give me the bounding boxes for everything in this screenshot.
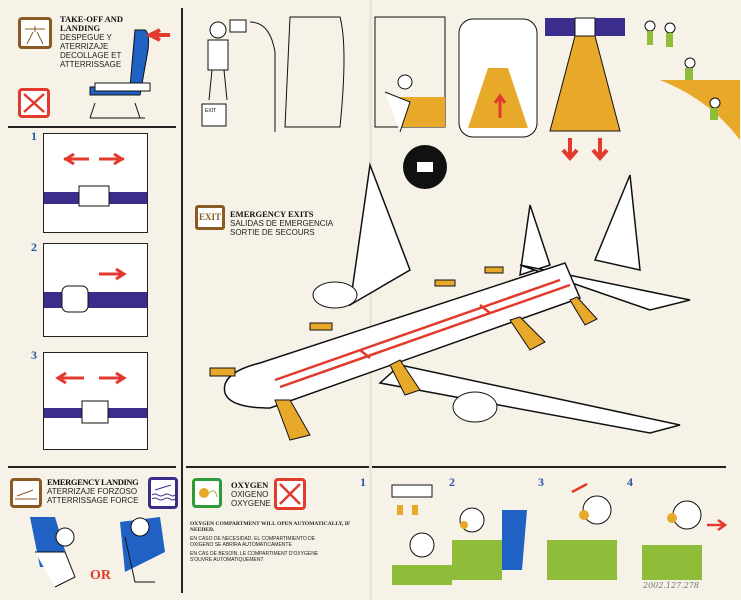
- exit-sign-icon: EXIT: [195, 205, 225, 230]
- no-smoking-icon: [274, 478, 306, 510]
- emergency-landing-fr: ATTERRISSAGE FORCE: [47, 496, 139, 505]
- land-landing-icon: [10, 478, 42, 508]
- emergency-landing-es: ATERRIZAJE FORZOSO: [47, 487, 138, 496]
- step-number: 2: [31, 240, 37, 254]
- or-label: OR: [90, 568, 111, 583]
- exits-fr: SORTIE DE SECOURS: [230, 228, 315, 237]
- fold-line: [369, 0, 372, 600]
- plane-runway-icon: [18, 17, 52, 49]
- oxygen-use-illustration: [391, 482, 728, 585]
- door-exit-label: EXIT: [205, 108, 216, 114]
- seatbelt-fasten-illustration: [43, 133, 148, 233]
- divider: [186, 466, 726, 468]
- water-landing-icon: [148, 477, 178, 509]
- seatbelt-release-illustration: [43, 352, 148, 450]
- oxygen-note-es: EN CASO DE NECESIDAD, EL COMPARTIMIENTO …: [190, 536, 316, 548]
- step-number: 1: [31, 129, 37, 143]
- oxygen-note-fr: EN CAS DE BESOIN, LE COMPARTIMENT D'OXYG…: [190, 551, 319, 563]
- step-number: 4: [627, 475, 633, 489]
- divider: [8, 126, 176, 128]
- step-number: 3: [538, 475, 544, 489]
- step-number: 1: [360, 475, 366, 489]
- divider: [8, 466, 176, 468]
- emergency-landing-title: EMERGENCY LANDING: [47, 477, 139, 487]
- oxygen-es: OXIGENO: [231, 490, 269, 499]
- step-number: 2: [449, 475, 455, 489]
- oxygen-title: OXYGEN: [231, 480, 269, 490]
- seatbelt-tighten-illustration: [43, 243, 148, 337]
- door-open-illustration: EXIT: [201, 16, 345, 132]
- aircraft-exit-diagram: [209, 162, 691, 441]
- catalog-number: 2002.127.278: [643, 581, 699, 590]
- oxygen-note-en: OXYGEN COMPARTMENT WILL OPEN AUTOMATICAL…: [190, 521, 351, 533]
- slide-deploy-illustration: [374, 16, 447, 189]
- exits-es: SALIDAS DE EMERGENCIA: [230, 219, 334, 228]
- evacuation-illustration: [545, 17, 740, 162]
- brace-position-illustration: [30, 517, 165, 588]
- slide-use-illustration: [458, 18, 538, 138]
- oxygen-fr: OXYGENE: [231, 499, 271, 508]
- oxygen-mask-icon: [192, 478, 222, 508]
- step-number: 3: [31, 348, 37, 362]
- exit-sign-label: EXIT: [198, 212, 221, 222]
- exits-title: EMERGENCY EXITS: [230, 209, 314, 219]
- upright-seat-illustration: [89, 28, 170, 119]
- divider: [181, 8, 183, 593]
- no-smoking-icon: [18, 88, 50, 118]
